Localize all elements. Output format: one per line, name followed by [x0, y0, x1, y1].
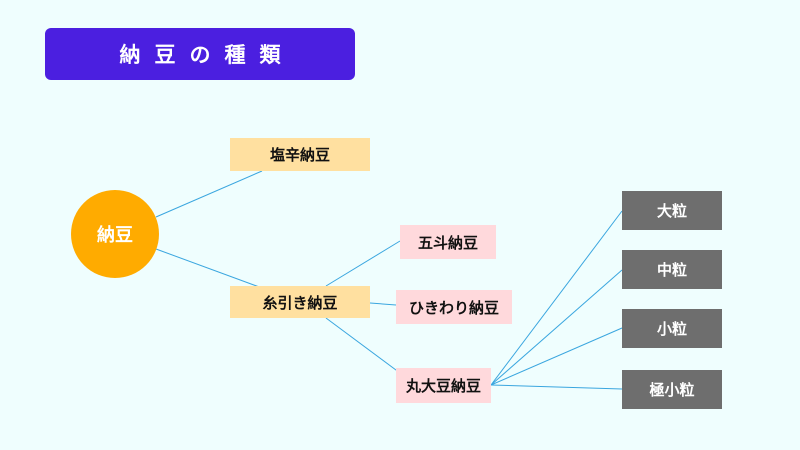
connector-marudaizu-chuuryu: [490, 269, 623, 386]
diagram-title: 納豆の種類: [45, 28, 355, 80]
connector-marudaizu-gokushouryu: [490, 384, 623, 390]
node-itohiki-natto: 糸引き納豆: [230, 286, 370, 318]
connector-itohiki-marudaizu: [325, 317, 401, 374]
node-chuuryu: 中粒: [622, 250, 722, 289]
node-root-natto: 納豆: [71, 190, 159, 278]
connector-root-itohiki: [155, 248, 263, 289]
node-shiokara-natto: 塩辛納豆: [230, 138, 370, 171]
node-dairyu: 大粒: [622, 191, 722, 230]
connector-root-shiokara: [155, 170, 263, 218]
node-shouryu: 小粒: [622, 309, 722, 348]
connector-itohiki-hikiwari: [369, 302, 397, 306]
connector-marudaizu-shouryu: [490, 327, 623, 386]
node-marudaizu-natto: 丸大豆納豆: [396, 368, 491, 403]
node-goto-natto: 五斗納豆: [400, 225, 496, 259]
node-gokushouryu: 極小粒: [622, 370, 722, 409]
connector-marudaizu-dairyu: [490, 210, 623, 386]
connector-itohiki-goto: [325, 240, 401, 287]
node-hikiwari-natto: ひきわり納豆: [396, 290, 512, 324]
